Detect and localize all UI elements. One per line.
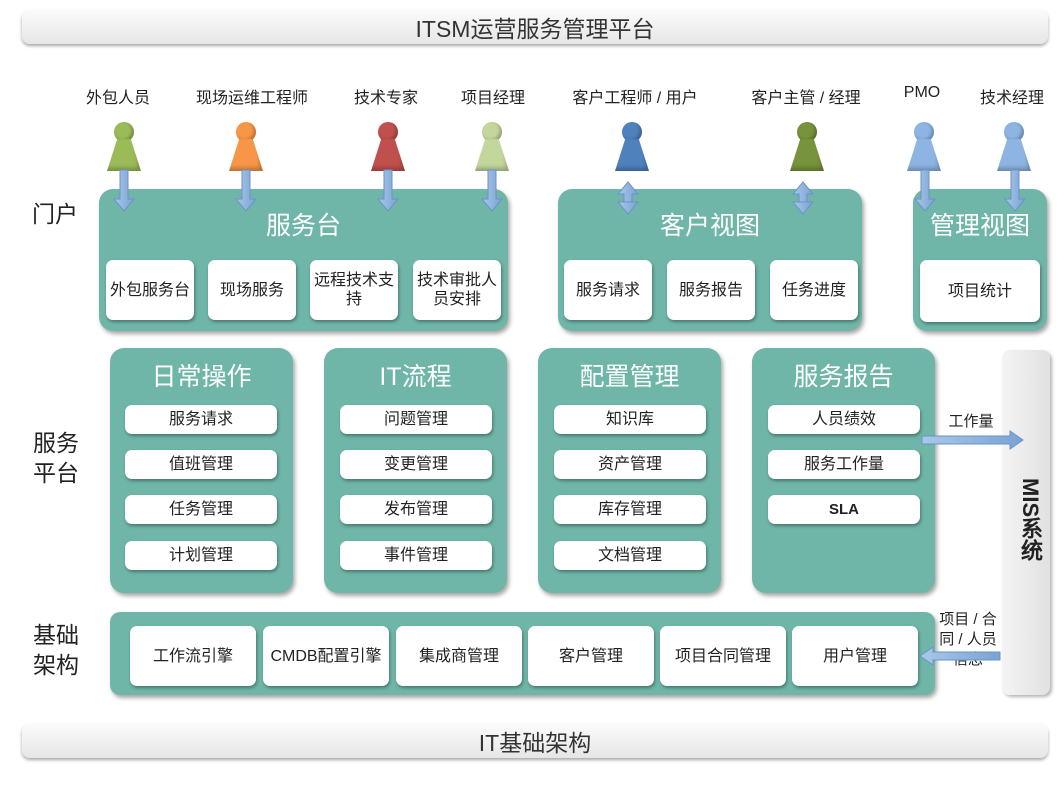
role-label: 现场运维工程师 xyxy=(195,90,309,107)
panel-title: 服务台 xyxy=(265,212,341,240)
person-icon xyxy=(369,122,407,172)
role-label: 客户主管 / 经理 xyxy=(751,90,861,107)
platform-item: 人员绩效 xyxy=(768,405,920,434)
panel-title: IT流程 xyxy=(379,363,452,391)
platform-item: 事件管理 xyxy=(340,541,492,570)
down-arrow-icon xyxy=(913,169,937,212)
role-label: 技术经理 xyxy=(979,90,1045,107)
platform-item: 文档管理 xyxy=(554,541,706,570)
person-icon xyxy=(788,122,826,172)
down-arrow-icon xyxy=(1003,169,1027,212)
panel-title: 配置管理 xyxy=(579,363,680,391)
platform-item: 发布管理 xyxy=(340,495,492,524)
person-icon xyxy=(227,122,265,172)
panel-title: 管理视图 xyxy=(929,212,1030,240)
platform-item: 计划管理 xyxy=(125,541,277,570)
person-icon xyxy=(105,122,143,172)
right-arrow-icon xyxy=(921,430,1024,450)
footer-title: IT基础架构 xyxy=(478,730,592,756)
platform-item: 知识库 xyxy=(554,405,706,434)
header-title: ITSM运营服务管理平台 xyxy=(415,16,655,42)
platform-item: 变更管理 xyxy=(340,450,492,479)
portal-item: 服务报告 xyxy=(667,260,755,320)
mis-system-label: MIS系统 xyxy=(1018,478,1043,562)
section-label-infrastructure: 基础架构 xyxy=(33,622,79,678)
down-arrow-icon xyxy=(376,169,400,212)
person-icon xyxy=(613,122,651,172)
section-label-portal: 门户 xyxy=(32,201,78,227)
person-icon xyxy=(905,122,943,172)
workload-label: 工作量 xyxy=(948,413,994,430)
platform-item: SLA xyxy=(768,495,920,524)
platform-item: 库存管理 xyxy=(554,495,706,524)
person-icon xyxy=(473,122,511,172)
section-label-service-platform: 服务平台 xyxy=(33,430,79,486)
double-arrow-icon xyxy=(616,181,640,215)
role-label: 项目经理 xyxy=(460,90,526,107)
down-arrow-icon xyxy=(480,169,504,212)
infra-item: 用户管理 xyxy=(792,626,918,686)
header-bar: ITSM运营服务管理平台 xyxy=(22,10,1048,44)
portal-item: 外包服务台 xyxy=(106,260,194,320)
platform-item: 问题管理 xyxy=(340,405,492,434)
portal-item: 现场服务 xyxy=(208,260,296,320)
platform-item: 服务请求 xyxy=(125,405,277,434)
down-arrow-icon xyxy=(112,169,136,212)
role-label: 外包人员 xyxy=(85,90,151,107)
platform-item: 资产管理 xyxy=(554,450,706,479)
double-arrow-icon xyxy=(791,181,815,215)
portal-item: 远程技术支持 xyxy=(310,260,398,320)
role-label: PMO xyxy=(903,84,941,101)
person-icon xyxy=(995,122,1033,172)
role-label: 技术专家 xyxy=(353,90,419,107)
platform-item: 值班管理 xyxy=(125,450,277,479)
infra-item: 集成商管理 xyxy=(396,626,522,686)
infra-item: CMDB配置引擎 xyxy=(263,626,389,686)
role-label: 客户工程师 / 用户 xyxy=(572,90,698,107)
panel-title: 客户视图 xyxy=(659,212,760,240)
infra-item: 工作流引擎 xyxy=(130,626,256,686)
infra-item: 客户管理 xyxy=(528,626,654,686)
panel-title: 日常操作 xyxy=(151,363,252,391)
down-arrow-icon xyxy=(234,169,258,212)
panel-title: 服务报告 xyxy=(793,363,894,391)
platform-item: 服务工作量 xyxy=(768,450,920,479)
platform-item: 任务管理 xyxy=(125,495,277,524)
infra-item: 项目合同管理 xyxy=(660,626,786,686)
portal-item: 任务进度 xyxy=(770,260,858,320)
footer-bar: IT基础架构 xyxy=(22,724,1048,758)
left-arrow-icon xyxy=(919,646,1001,666)
portal-item: 服务请求 xyxy=(564,260,652,320)
mis-system-bar xyxy=(1002,350,1050,695)
portal-item: 技术审批人员安排 xyxy=(413,260,501,320)
portal-item: 项目统计 xyxy=(920,260,1040,322)
